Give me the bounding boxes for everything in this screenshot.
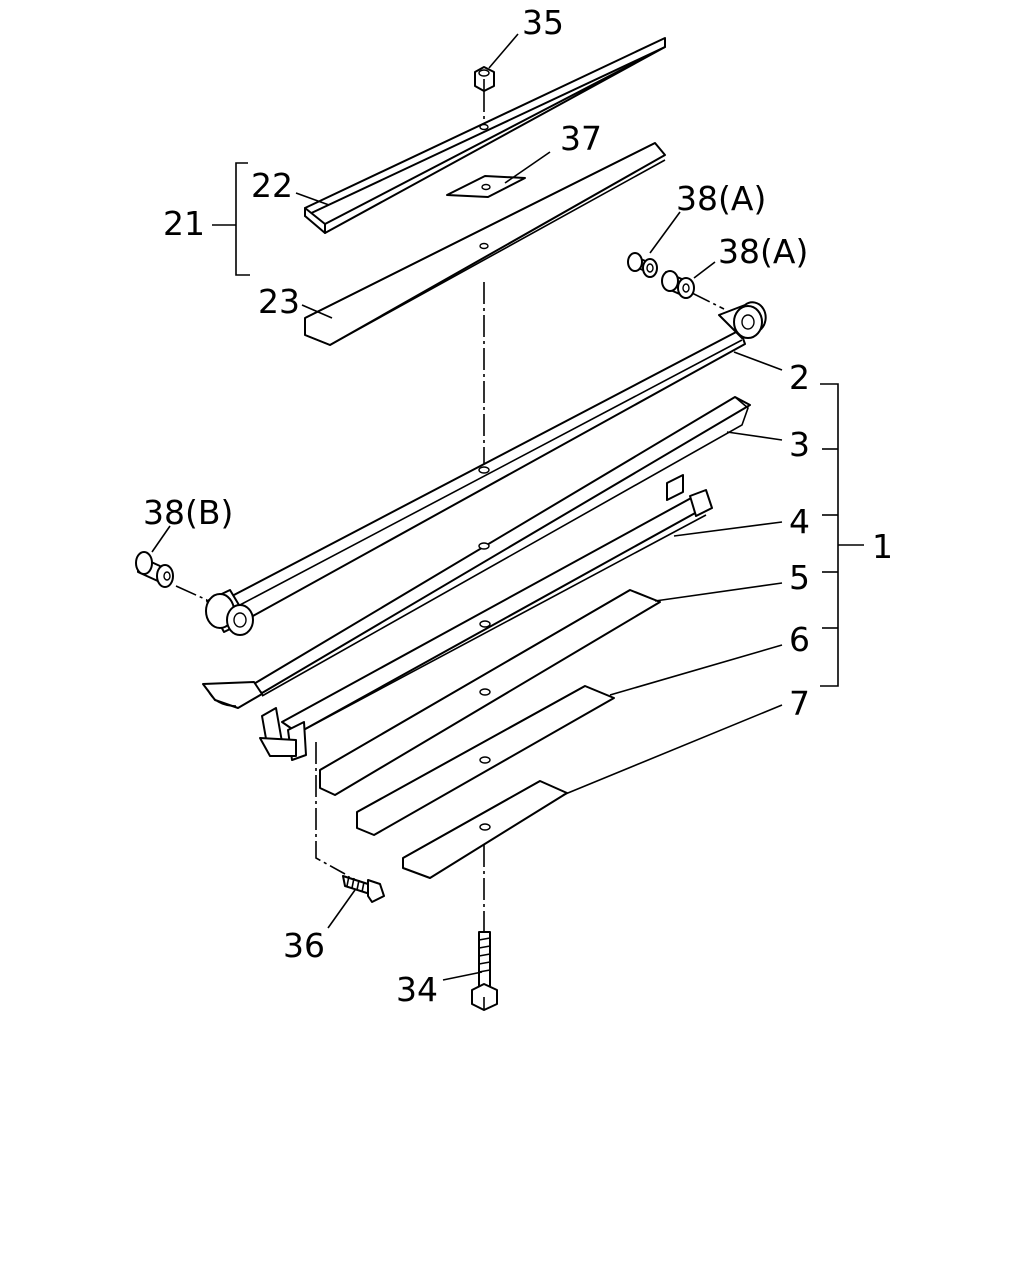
bushing-38b bbox=[135, 551, 174, 588]
leader-38a1 bbox=[649, 211, 681, 254]
leader-6 bbox=[609, 644, 783, 696]
nut-35 bbox=[474, 66, 495, 92]
leader-35 bbox=[488, 33, 519, 69]
clip-bolt-36 bbox=[342, 875, 385, 903]
leader-3 bbox=[726, 431, 783, 441]
leader-38b bbox=[151, 525, 171, 553]
callout-38b: 38(B) bbox=[143, 493, 233, 532]
callout-6: 6 bbox=[789, 620, 810, 659]
leader-38a2 bbox=[693, 261, 716, 279]
bracket-21 bbox=[235, 162, 250, 276]
leaf-7 bbox=[402, 780, 568, 879]
leader-34 bbox=[442, 971, 483, 981]
callout-35: 35 bbox=[522, 3, 564, 42]
callout-3: 3 bbox=[789, 425, 810, 464]
leader-23 bbox=[301, 304, 333, 319]
leader-2 bbox=[733, 351, 783, 371]
callout-2: 2 bbox=[789, 358, 810, 397]
bracket-1 bbox=[820, 383, 839, 687]
leaf-4 bbox=[259, 474, 713, 761]
bushing-axis-a bbox=[689, 291, 725, 310]
clip-bolt-axis bbox=[315, 742, 346, 875]
leaf-23 bbox=[304, 142, 666, 346]
center-bolt-34 bbox=[471, 931, 498, 1011]
callout-23: 23 bbox=[258, 282, 300, 321]
leader-37 bbox=[504, 151, 551, 184]
callout-37: 37 bbox=[560, 119, 602, 158]
callout-34: 34 bbox=[396, 970, 438, 1009]
callout-36: 36 bbox=[283, 926, 325, 965]
callout-21: 21 bbox=[163, 204, 205, 243]
leader-22 bbox=[295, 192, 330, 206]
callout-38a-lower: 38(A) bbox=[718, 232, 808, 271]
bushing-axis-b bbox=[175, 585, 208, 601]
callout-4: 4 bbox=[789, 502, 810, 541]
leader-7 bbox=[562, 704, 783, 796]
main-leaf-2 bbox=[205, 301, 767, 636]
pad-37 bbox=[446, 175, 526, 198]
callout-5: 5 bbox=[789, 558, 810, 597]
callout-1: 1 bbox=[872, 527, 893, 566]
callout-7: 7 bbox=[789, 684, 810, 723]
bushing-38a-lower bbox=[661, 270, 695, 299]
leader-36 bbox=[327, 889, 356, 929]
callout-38a-upper: 38(A) bbox=[676, 179, 766, 218]
callout-22: 22 bbox=[251, 166, 293, 205]
leaf-22 bbox=[304, 37, 666, 234]
bushing-38a-upper bbox=[627, 252, 658, 278]
leader-5 bbox=[654, 582, 783, 602]
leaf-6 bbox=[356, 685, 615, 836]
leaf-3 bbox=[202, 396, 751, 709]
leader-4 bbox=[673, 521, 783, 537]
